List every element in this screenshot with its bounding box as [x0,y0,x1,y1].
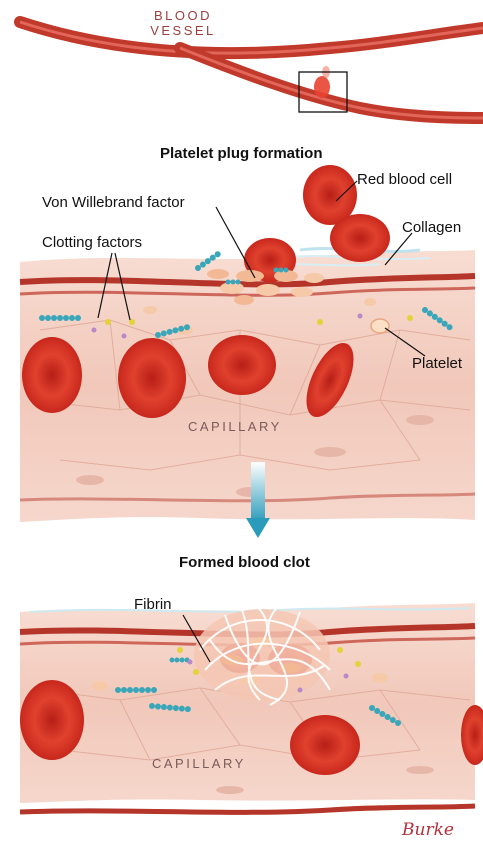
platelet-label: Platelet [412,356,462,371]
blood-vessel-overview [20,22,483,118]
formed-clot-panel [20,600,483,812]
blood-vessel-line2: VESSEL [148,23,218,38]
capillary-label-bottom: CAPILLARY [152,757,246,770]
blood-vessel-line1: BLOOD [148,8,218,23]
fibrin-label: Fibrin [134,597,172,612]
von-willebrand-label: Von Willebrand factor [42,195,185,210]
artist-signature: Burke [402,822,454,839]
red-blood-cell-label: Red blood cell [357,172,452,187]
formed-clot-title: Formed blood clot [179,555,310,570]
collagen-label: Collagen [402,220,461,235]
clotting-factors-label: Clotting factors [42,235,142,250]
capillary-label-top: CAPILLARY [188,420,282,433]
blood-vessel-label: BLOOD VESSEL [148,8,218,38]
platelet-plug-title: Platelet plug formation [160,146,323,161]
